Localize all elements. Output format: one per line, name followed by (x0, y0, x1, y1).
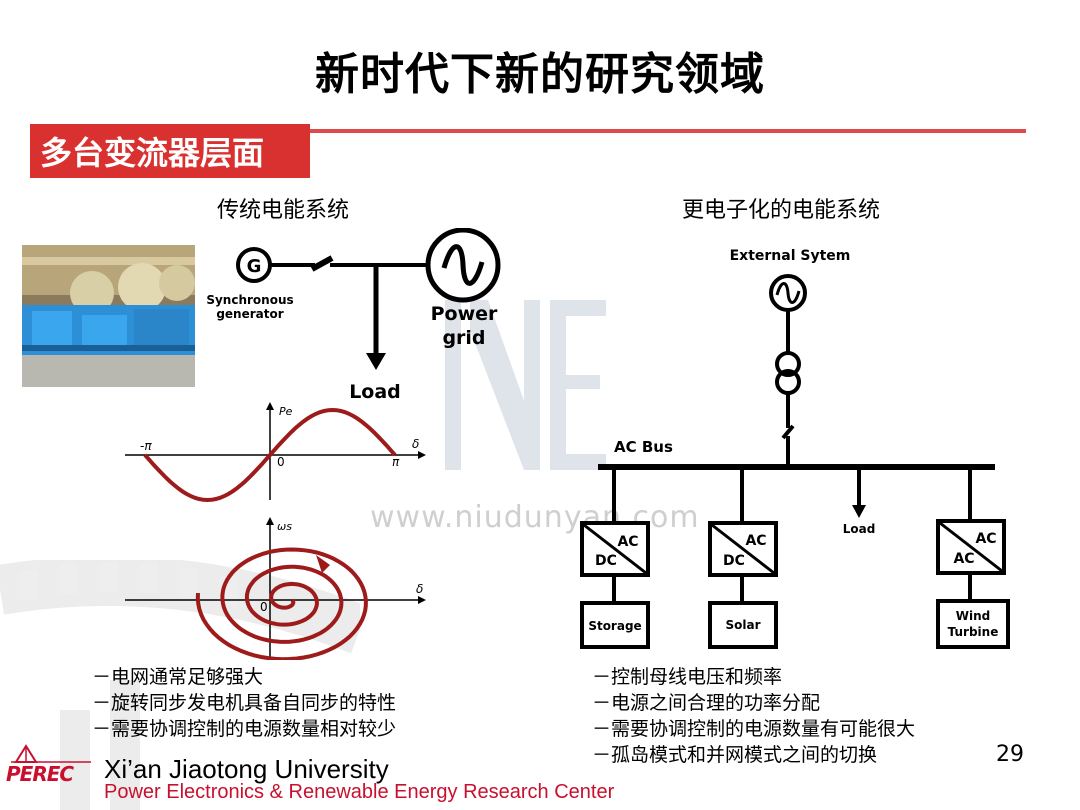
bus-load-label: Load (843, 522, 876, 536)
svg-text:DC: DC (723, 553, 745, 569)
turbine-label: Turbine (948, 625, 999, 639)
converter-2: AC DC (708, 521, 778, 577)
grid-label-1: Power (431, 303, 498, 325)
left-bullet-list: －电网通常足够强大 －旋转同步发电机具备自同步的特性 －需要协调控制的电源数量相… (92, 664, 396, 742)
solar-box (708, 601, 778, 649)
frequency-spiral-plot: ωs 0 δ (125, 517, 426, 660)
left-bullet: －电网通常足够强大 (92, 666, 264, 688)
svg-text:AC: AC (745, 533, 766, 549)
generator-letter: G (247, 256, 262, 277)
right-bullet: －控制母线电压和频率 (592, 666, 783, 688)
bus-load-arrow (852, 505, 866, 518)
left-subtitle: 传统电能系统 (217, 198, 350, 223)
generator-photo (22, 245, 195, 387)
spiral-delta-label: δ (416, 582, 423, 596)
electronic-system-diagram: External Sytem AC Bus Load AC DC Storage… (580, 248, 1010, 649)
neg-pi-label: -π (140, 439, 152, 453)
traditional-system-diagram: G Synchronous generator Power grid Load (206, 228, 501, 403)
left-bullet: －需要协调控制的电源数量相对较少 (92, 718, 397, 740)
spiral-origin-label: 0 (260, 600, 268, 614)
page-number: 29 (996, 742, 1024, 767)
svg-text:AC: AC (617, 534, 638, 550)
ws-label: ωs (277, 520, 292, 533)
solar-label: Solar (725, 618, 760, 632)
bus-switch (781, 424, 795, 440)
university-name: Xi’an Jiaotong University (104, 754, 389, 784)
research-center-name: Power Electronics & Renewable Energy Res… (104, 781, 615, 803)
right-bullet-list: －控制母线电压和频率 －电源之间合理的功率分配 －需要协调控制的电源数量有可能很… (592, 664, 915, 768)
pi-label: π (392, 455, 400, 469)
transformer-symbol (775, 351, 801, 377)
converter-1: AC DC (580, 521, 650, 577)
breaker-switch (310, 255, 334, 272)
svg-text:AC: AC (953, 551, 974, 567)
delta-label: δ (412, 437, 419, 451)
ac-bus-label: AC Bus (614, 438, 673, 456)
load-label: Load (349, 381, 401, 403)
generator-label-1: Synchronous (206, 293, 293, 307)
origin-label: 0 (277, 455, 285, 469)
right-subtitle: 更电子化的电能系统 (682, 198, 881, 223)
storage-label: Storage (588, 619, 641, 633)
svg-text:DC: DC (595, 553, 617, 569)
power-angle-plot: Pe -π 0 π δ (125, 402, 426, 503)
perec-logo-text: PEREC (6, 762, 74, 786)
storage-box (580, 601, 650, 649)
sine-curve (143, 407, 397, 503)
wind-label: Wind (956, 609, 990, 623)
external-system-label: External Sytem (730, 248, 851, 264)
page-title: 新时代下新的研究领域 (315, 49, 765, 100)
section-rule (30, 129, 1026, 133)
spiral-curve (195, 547, 368, 660)
perec-logo-icon (11, 744, 91, 763)
load-arrow (366, 353, 386, 370)
pe-label: Pe (279, 405, 293, 418)
left-bullet: －旋转同步发电机具备自同步的特性 (92, 692, 397, 714)
wind-turbine-box (936, 599, 1010, 649)
right-bullet: －电源之间合理的功率分配 (592, 692, 821, 714)
right-bullet: －孤岛模式和并网模式之间的切换 (592, 744, 878, 766)
generator-label-2: generator (216, 307, 283, 321)
section-badge: 多台变流器层面 (30, 124, 310, 178)
right-bullet: －需要协调控制的电源数量有可能很大 (592, 718, 916, 740)
converter-3: AC AC (936, 519, 1006, 575)
ine-watermark-logo (445, 300, 606, 470)
svg-text:AC: AC (975, 531, 996, 547)
grid-label-2: grid (442, 327, 485, 349)
